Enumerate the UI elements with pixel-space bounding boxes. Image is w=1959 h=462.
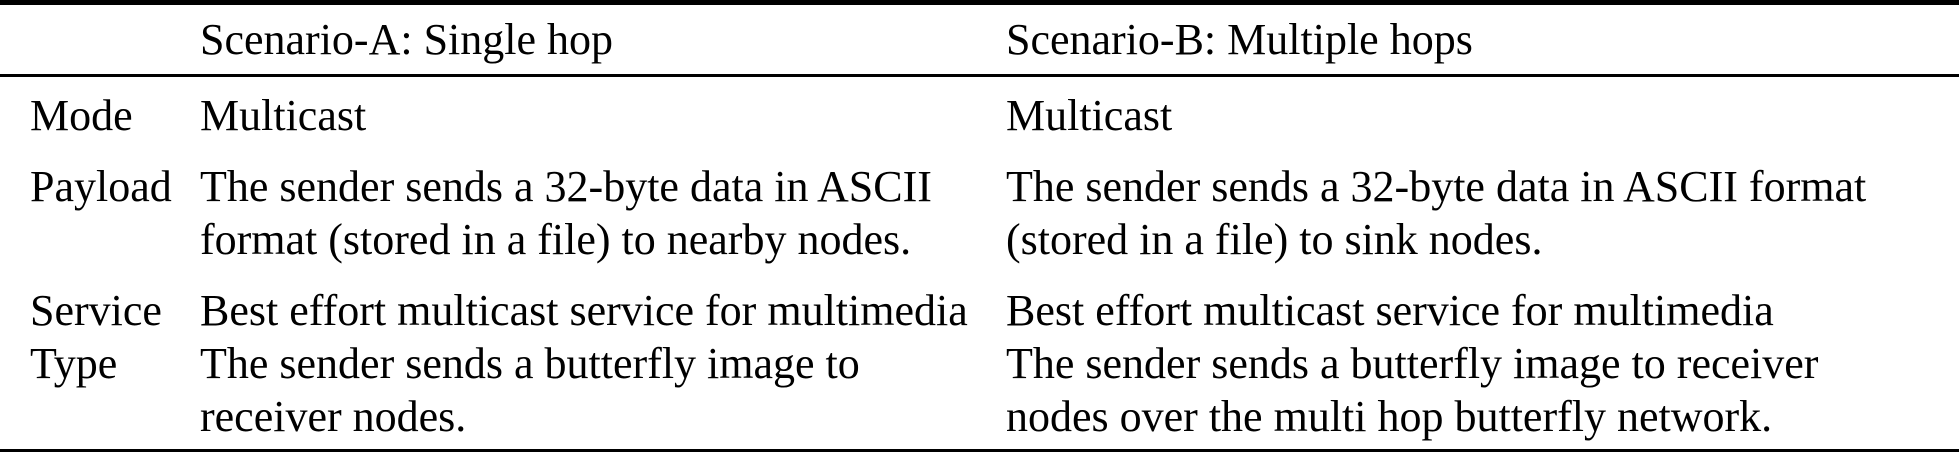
cell-service-type-scenario-a: Best effort multicast service for multim… [200,286,968,441]
corner-header-cell [0,2,200,77]
cell-payload-scenario-a: The sender sends a 32-byte data in ASCII… [200,162,932,264]
table-header-row: Scenario-A: Single hop Scenario-B: Multi… [0,2,1959,77]
cell-mode-scenario-b: Multicast [1006,91,1173,140]
cell-service-type-scenario-b: Best effort multicast service for multim… [1006,286,1819,441]
row-label-mode: Mode [30,91,133,140]
table-row-service-type: Service Type Best effort multicast servi… [0,272,1959,451]
row-label-service-type: Service Type [30,286,162,388]
row-label-payload: Payload [30,162,172,211]
table-row-payload: Payload The sender sends a 32-byte data … [0,148,1959,272]
column-header-scenario-b: Scenario-B: Multiple hops [1006,2,1959,77]
table-row-mode: Mode Multicast Multicast [0,76,1959,149]
cell-payload-scenario-b: The sender sends a 32-byte data in ASCII… [1006,162,1867,264]
cell-mode-scenario-a: Multicast [200,91,367,140]
column-header-scenario-a: Scenario-A: Single hop [200,2,1006,77]
scenario-comparison-table: Scenario-A: Single hop Scenario-B: Multi… [0,0,1959,452]
